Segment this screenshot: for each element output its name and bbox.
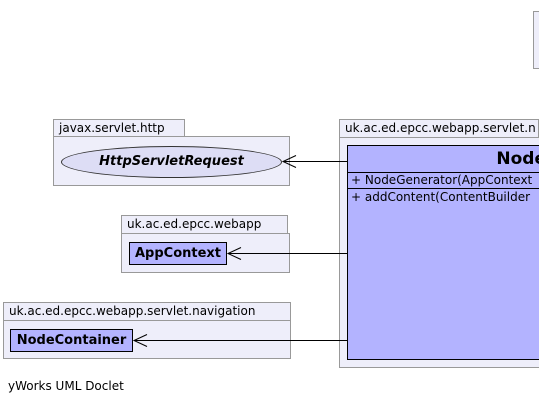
- package-tab-webapp: uk.ac.ed.epcc.webapp: [121, 215, 288, 233]
- class-node-generator-title: Node: [348, 146, 539, 173]
- class-app-context[interactable]: AppContext: [129, 242, 227, 265]
- constructor-node-generator: + NodeGenerator(AppContext: [351, 173, 533, 187]
- dependency-arrowhead-context: [226, 247, 242, 260]
- dependency-arrowhead-request: [281, 155, 297, 168]
- class-http-servlet-request[interactable]: HttpServletRequest: [61, 146, 282, 178]
- offscreen-package-fragment: [533, 11, 539, 69]
- package-tab-navigation: uk.ac.ed.epcc.webapp.servlet.navigation: [3, 302, 291, 320]
- class-node-container[interactable]: NodeContainer: [10, 329, 133, 352]
- package-tab-servlet-main: uk.ac.ed.epcc.webapp.servlet.n: [339, 119, 539, 137]
- method-add-content: + addContent(ContentBuilder: [351, 190, 531, 204]
- class-compartment-divider: [348, 188, 539, 189]
- package-navigation: [3, 320, 291, 359]
- footer-credit: yWorks UML Doclet: [8, 379, 124, 393]
- class-node-generator[interactable]: Node + NodeGenerator(AppContext + addCon…: [347, 145, 539, 360]
- dependency-arrowhead-container: [132, 334, 148, 347]
- package-tab-servlet-http: javax.servlet.http: [53, 119, 185, 136]
